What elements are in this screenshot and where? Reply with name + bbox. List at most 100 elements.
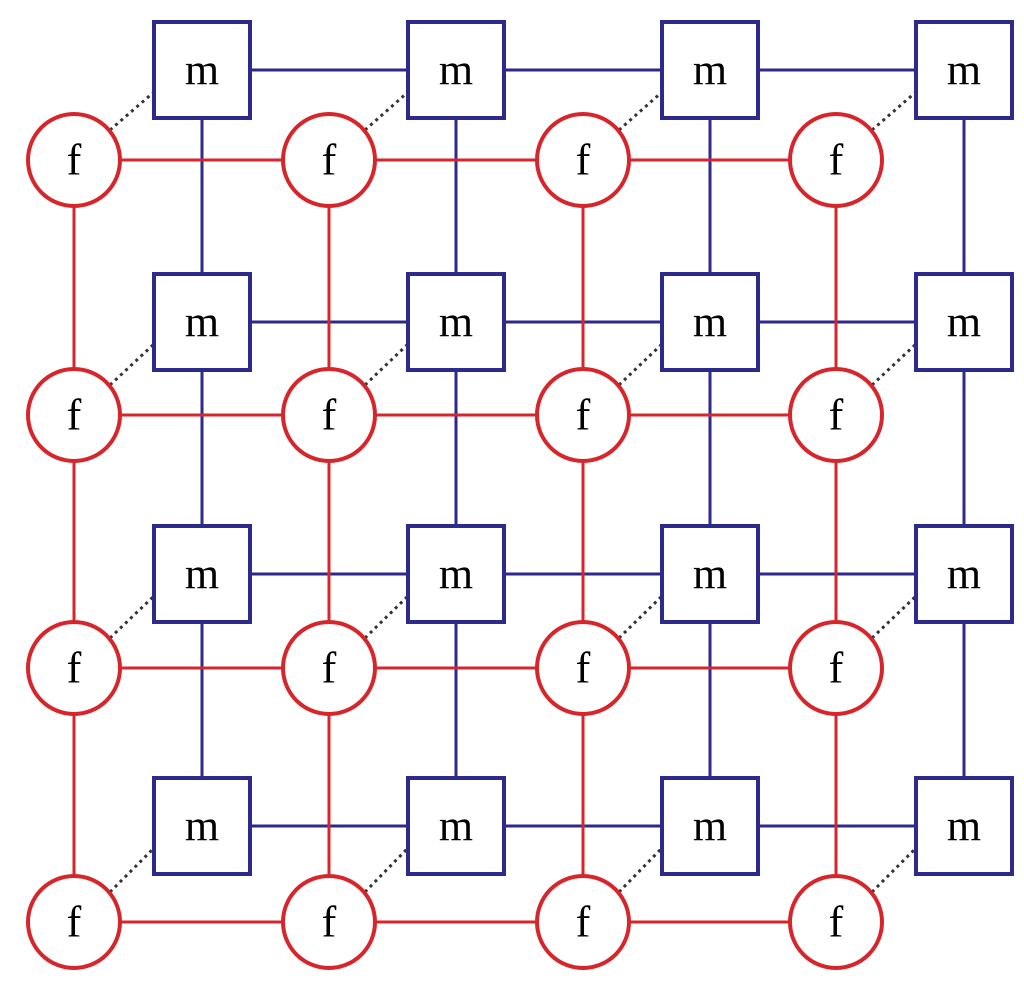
male-node-square <box>406 20 506 120</box>
female-node-label: f <box>67 136 82 185</box>
male-node: m <box>152 272 252 372</box>
female-node: f <box>281 874 377 970</box>
male-node: m <box>406 20 506 120</box>
female-node: f <box>26 112 122 208</box>
female-node-circle <box>281 112 377 208</box>
female-node-label: f <box>576 898 591 947</box>
female-node-label: f <box>576 391 591 440</box>
male-node-square <box>914 776 1014 876</box>
male-node-square <box>152 524 252 624</box>
male-node: m <box>152 20 252 120</box>
female-node-label: f <box>67 391 82 440</box>
female-node: f <box>535 874 631 970</box>
female-node: f <box>281 367 377 463</box>
male-female-link <box>870 594 918 640</box>
male-node: m <box>406 776 506 876</box>
male-node-label: m <box>693 802 727 851</box>
female-node: f <box>26 367 122 463</box>
female-node: f <box>281 112 377 208</box>
male-node-square <box>660 524 760 624</box>
female-node-label: f <box>322 136 337 185</box>
male-female-link <box>363 342 410 387</box>
male-female-link <box>363 594 410 640</box>
male-node-label: m <box>947 802 981 851</box>
female-node: f <box>535 112 631 208</box>
female-node-circle <box>281 874 377 970</box>
male-node-square <box>660 20 760 120</box>
male-node-label: m <box>439 298 473 347</box>
male-node: m <box>914 524 1014 624</box>
female-node-circle <box>26 620 122 716</box>
female-node: f <box>788 874 884 970</box>
female-node: f <box>788 620 884 716</box>
female-node: f <box>26 874 122 970</box>
female-node: f <box>788 112 884 208</box>
male-female-link <box>870 846 918 894</box>
male-node: m <box>914 20 1014 120</box>
male-node-label: m <box>947 550 981 599</box>
male-female-links <box>108 90 918 894</box>
male-node-square <box>406 776 506 876</box>
male-node-square <box>152 776 252 876</box>
female-node-label: f <box>67 898 82 947</box>
female-node-circle <box>281 367 377 463</box>
male-female-link <box>108 846 156 894</box>
male-female-link <box>108 594 156 640</box>
female-node-label: f <box>576 136 591 185</box>
female-node-label: f <box>829 136 844 185</box>
female-node-circle <box>26 367 122 463</box>
male-node-square <box>152 272 252 372</box>
male-female-link <box>617 846 664 894</box>
female-node-label: f <box>829 391 844 440</box>
male-node-square <box>406 524 506 624</box>
male-female-link <box>617 342 664 387</box>
male-node-square <box>914 524 1014 624</box>
male-nodes: m m m m m m m m m m m m m m m m <box>152 20 1014 876</box>
male-node: m <box>914 776 1014 876</box>
female-node-circle <box>26 874 122 970</box>
male-female-link <box>871 90 917 132</box>
male-node-label: m <box>693 46 727 95</box>
male-node-label: m <box>947 298 981 347</box>
male-node-label: m <box>185 46 219 95</box>
female-node-circle <box>788 620 884 716</box>
female-node-label: f <box>67 644 82 693</box>
female-node-circle <box>788 874 884 970</box>
male-node-square <box>406 272 506 372</box>
male-node-label: m <box>693 550 727 599</box>
female-node-circle <box>788 112 884 208</box>
male-node: m <box>660 272 760 372</box>
male-node-label: m <box>185 802 219 851</box>
male-node-square <box>914 20 1014 120</box>
male-node-label: m <box>185 550 219 599</box>
female-node: f <box>281 620 377 716</box>
female-node: f <box>535 367 631 463</box>
male-node: m <box>152 524 252 624</box>
female-node: f <box>535 620 631 716</box>
male-node: m <box>660 524 760 624</box>
female-node-circle <box>788 367 884 463</box>
female-node-circle <box>281 620 377 716</box>
female-node-circle <box>535 367 631 463</box>
male-node-label: m <box>439 550 473 599</box>
male-female-link <box>617 594 664 640</box>
female-node-circle <box>535 620 631 716</box>
male-female-link <box>618 90 663 132</box>
female-nodes: f f f f f f f f f f f f f f f f <box>26 112 884 970</box>
male-node-label: m <box>439 802 473 851</box>
female-node-label: f <box>322 391 337 440</box>
male-node-square <box>152 20 252 120</box>
male-female-link <box>364 90 409 132</box>
male-node-label: m <box>185 298 219 347</box>
female-node-label: f <box>576 644 591 693</box>
male-node-label: m <box>693 298 727 347</box>
female-node: f <box>26 620 122 716</box>
male-female-link <box>363 846 410 894</box>
female-node-label: f <box>322 644 337 693</box>
male-node-label: m <box>947 46 981 95</box>
female-node-circle <box>535 112 631 208</box>
male-node: m <box>406 524 506 624</box>
male-female-link <box>108 342 156 387</box>
female-node-circle <box>535 874 631 970</box>
